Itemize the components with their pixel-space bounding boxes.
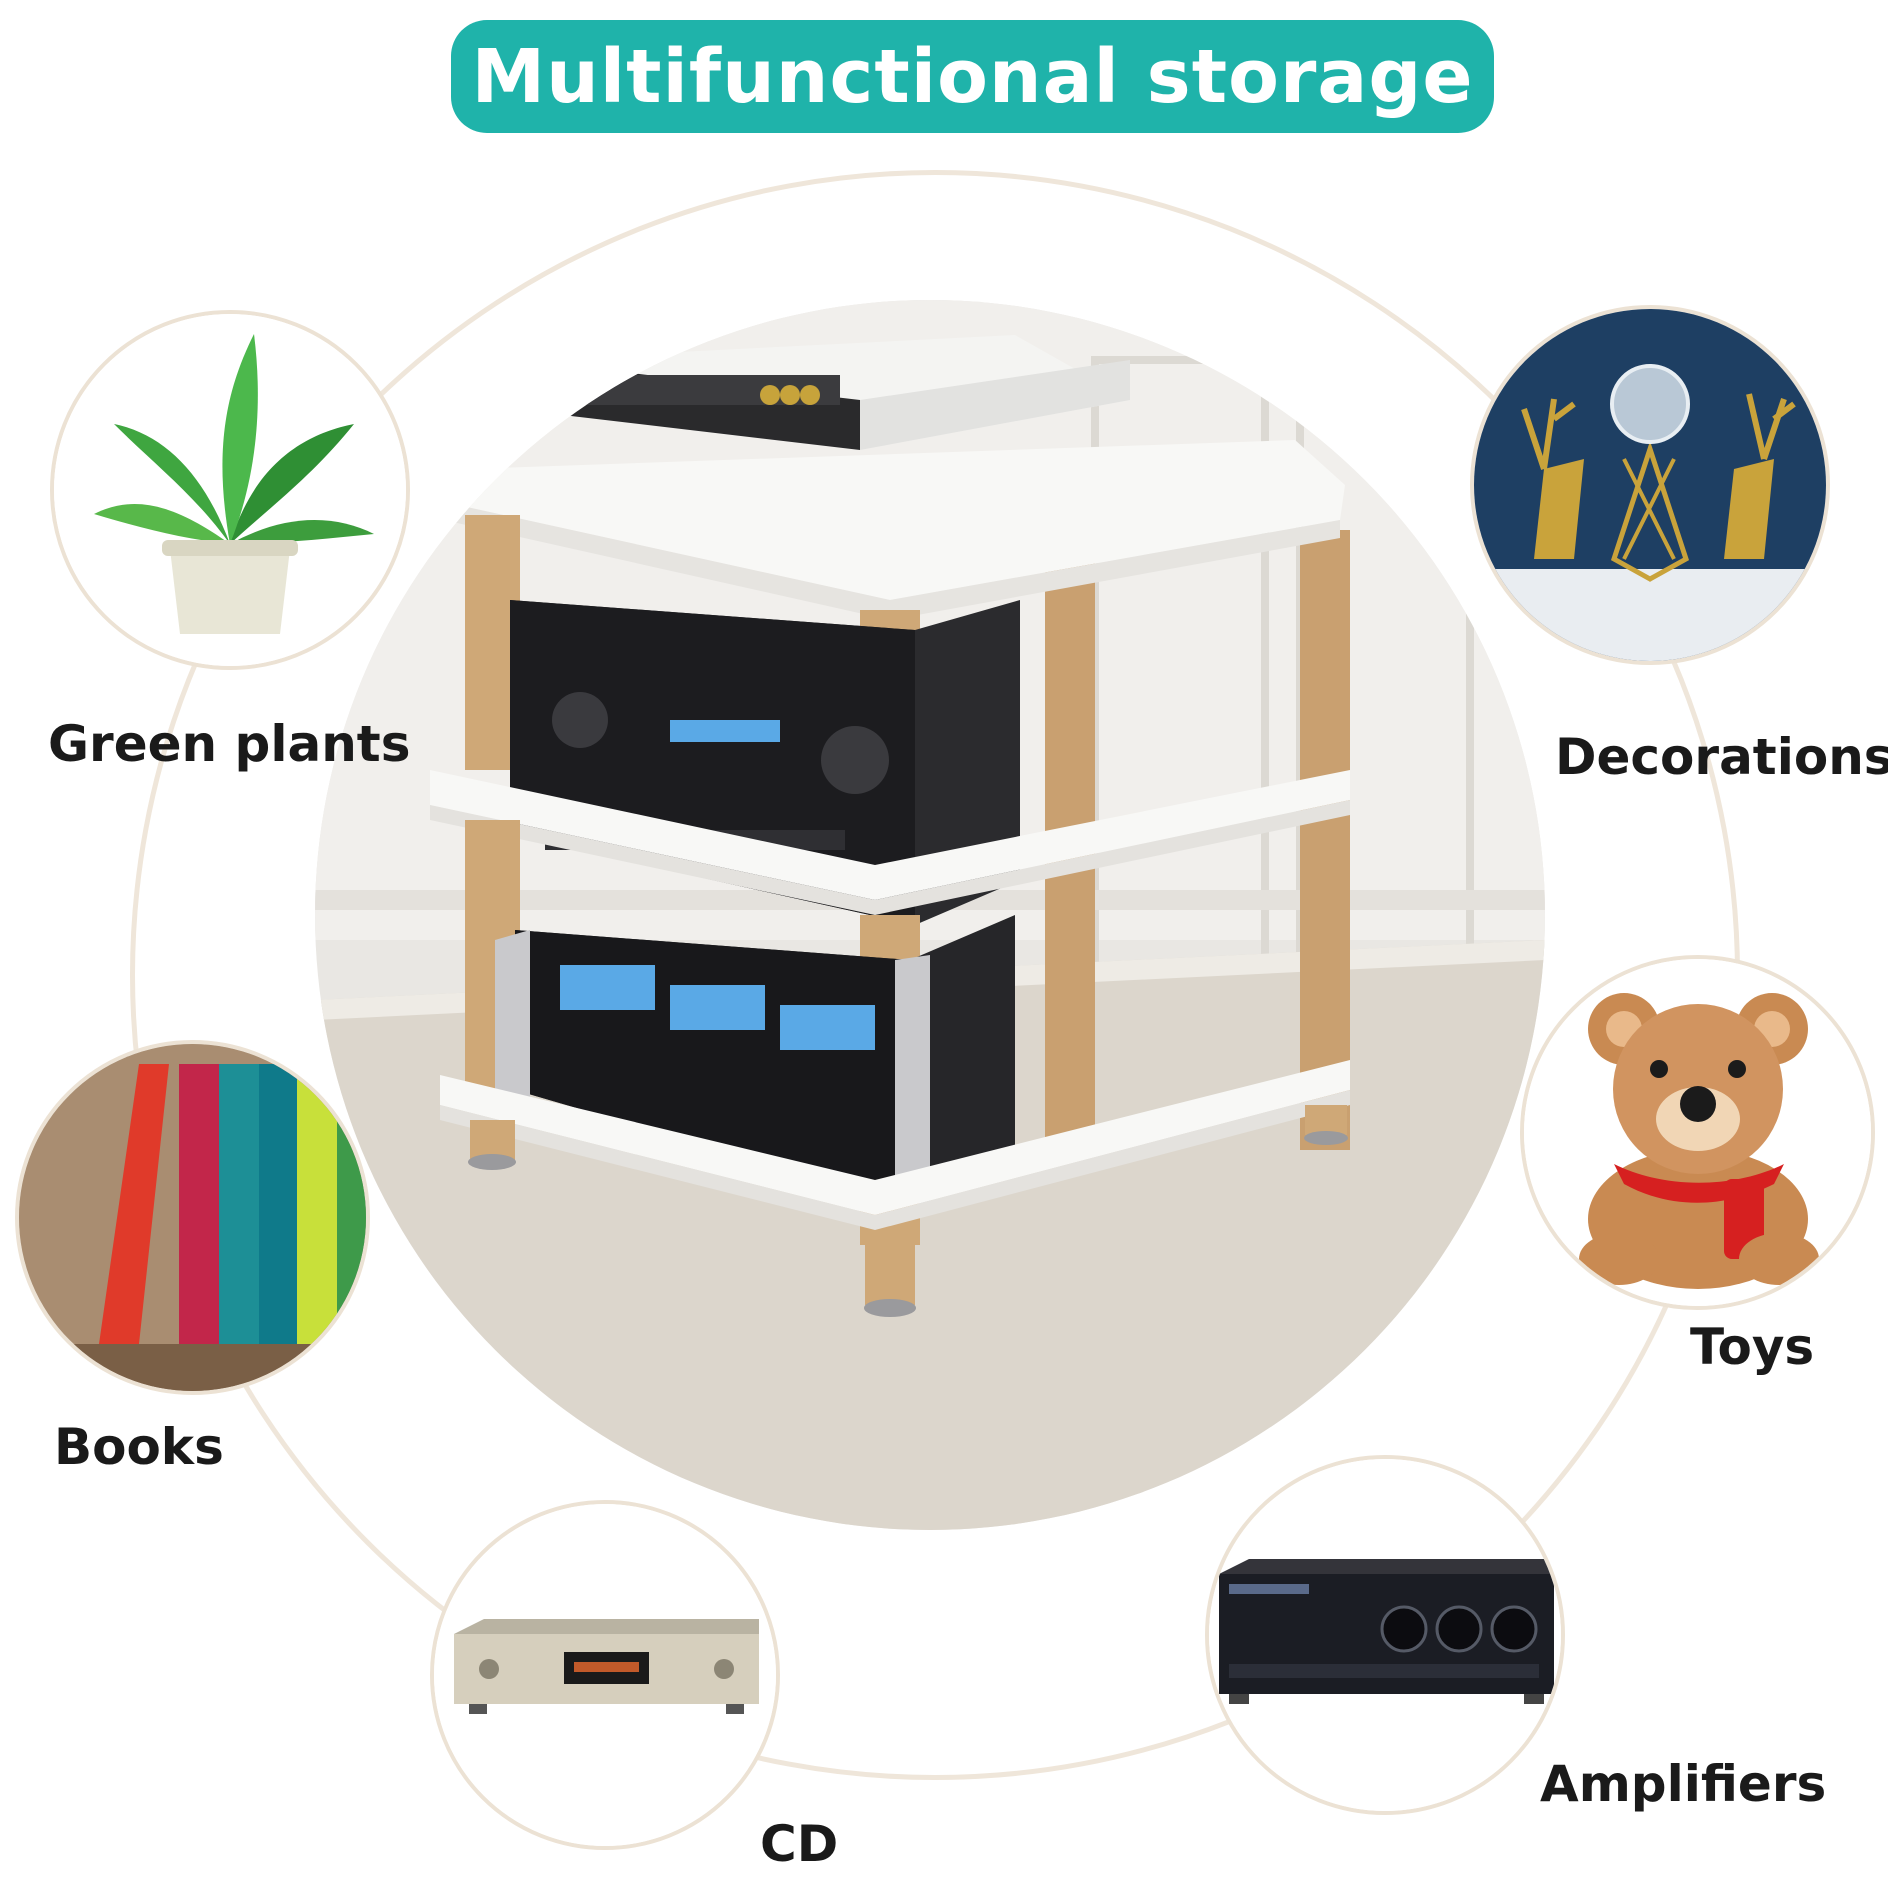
- cd-player-icon: [434, 1504, 776, 1846]
- label-amplifiers: Amplifiers: [1540, 1755, 1827, 1813]
- audio-rack-image: [315, 300, 1545, 1530]
- toys-thumbnail: [1520, 955, 1875, 1310]
- cd-thumbnail: [430, 1500, 780, 1850]
- decorations-thumbnail: [1470, 305, 1830, 665]
- deer-ornament-icon: [1474, 309, 1826, 661]
- books-thumbnail: [15, 1040, 370, 1395]
- label-toys: Toys: [1690, 1318, 1815, 1376]
- green-plants-thumbnail: [50, 310, 410, 670]
- books-icon: [19, 1044, 366, 1391]
- label-books: Books: [54, 1418, 224, 1476]
- label-green-plants: Green plants: [48, 715, 411, 773]
- teddy-bear-icon: [1524, 959, 1871, 1306]
- page-title: Multifunctional storage: [471, 33, 1474, 120]
- title-banner: Multifunctional storage: [451, 20, 1494, 133]
- label-decorations: Decorations: [1555, 728, 1888, 786]
- label-cd: CD: [760, 1815, 839, 1873]
- plant-icon: [54, 314, 406, 666]
- amplifier-icon: [1209, 1459, 1561, 1811]
- amplifiers-thumbnail: [1205, 1455, 1565, 1815]
